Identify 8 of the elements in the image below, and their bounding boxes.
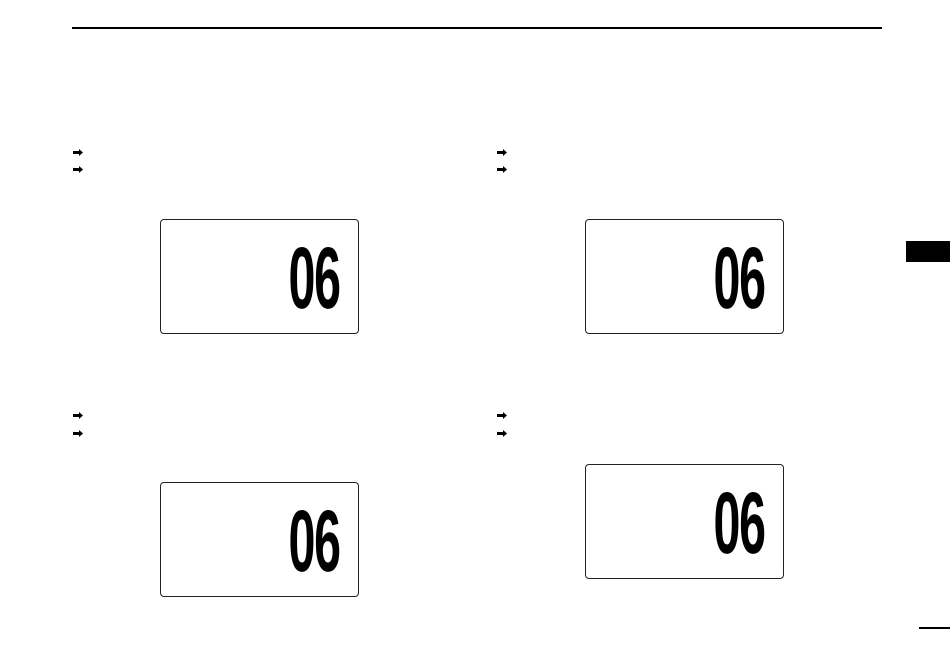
channel-number: 06	[714, 479, 765, 566]
lcd-display	[160, 219, 359, 334]
lcd-display	[585, 219, 784, 334]
channel-number: 06	[288, 234, 340, 322]
channel-number: 06	[288, 497, 340, 584]
channel-number: 06	[714, 234, 765, 322]
lcd-display	[160, 482, 359, 597]
lcd-display	[585, 464, 784, 579]
